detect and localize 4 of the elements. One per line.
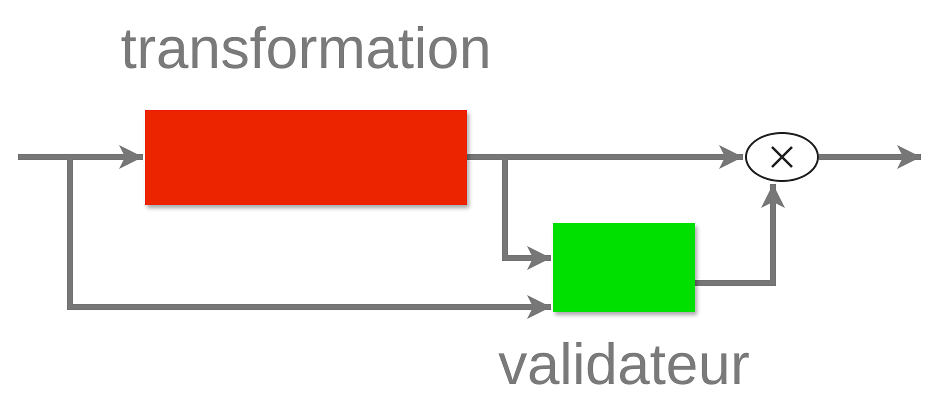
block-title: validateur: [498, 336, 750, 394]
arrow: [695, 184, 785, 286]
arrow: [819, 145, 921, 169]
block-title: transformation: [120, 20, 492, 78]
